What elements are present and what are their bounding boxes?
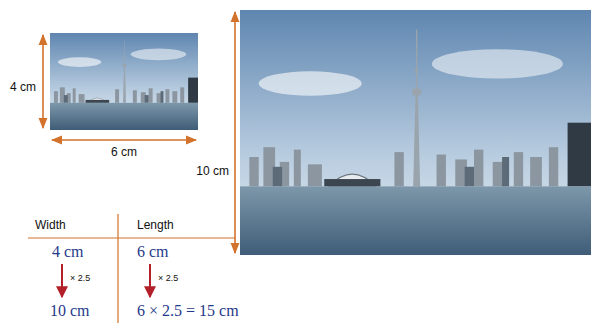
height-arrow	[42, 35, 44, 128]
scale-arrow	[149, 264, 151, 297]
small-photo	[50, 33, 198, 130]
large-photo	[240, 10, 591, 255]
scale-factor: × 2.5	[70, 273, 90, 283]
table-cell: 6 cm	[137, 243, 169, 261]
scale-arrow	[61, 264, 63, 297]
dimension: 6 cm	[111, 146, 137, 160]
width-arrow	[52, 139, 196, 141]
column-heading: Width	[35, 219, 66, 233]
height-arrow	[234, 12, 236, 253]
dimension: 10 cm	[196, 165, 229, 179]
table-rule	[28, 237, 235, 238]
column-heading: Length	[137, 219, 174, 233]
table-rule	[117, 214, 118, 323]
table-cell: 10 cm	[50, 302, 90, 320]
scale-factor: × 2.5	[158, 273, 178, 283]
table-cell: 4 cm	[52, 243, 84, 261]
table-cell: 6 × 2.5 = 15 cm	[137, 302, 239, 320]
dimension: 4 cm	[10, 81, 36, 95]
